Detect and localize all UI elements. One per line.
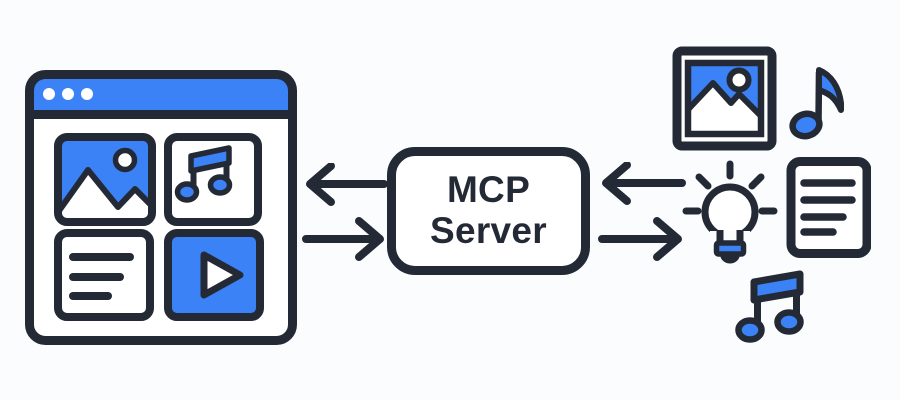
- mcp-server-label-line1: MCP: [446, 169, 531, 211]
- arrow-right-icon: [598, 217, 682, 261]
- arrow-left-icon: [602, 162, 686, 205]
- arrow-right-icon: [302, 217, 384, 261]
- lightbulb-rays: [682, 160, 778, 215]
- client-browser-window: [25, 70, 297, 345]
- server-resource-arrows: [598, 162, 686, 261]
- client-server-arrows: [302, 163, 388, 261]
- play-tile-icon: [164, 229, 264, 321]
- lightbulb-icon: [682, 160, 778, 264]
- sun-icon: [726, 67, 752, 93]
- music-note-icon: [789, 67, 844, 140]
- arrow-left-icon: [306, 163, 388, 206]
- beamed-music-notes-icon: [735, 270, 804, 343]
- mcp-server-box: MCP Server: [387, 147, 590, 275]
- framed-image-icon: [672, 46, 777, 151]
- sun-icon: [112, 147, 138, 173]
- titlebar-dots-icon: [43, 88, 93, 100]
- text-tile-icon: [54, 229, 154, 321]
- music-tile-icon: [164, 133, 262, 226]
- image-tile-icon: [54, 133, 156, 226]
- document-icon: [786, 157, 871, 258]
- mcp-server-label-line2: Server: [429, 210, 547, 251]
